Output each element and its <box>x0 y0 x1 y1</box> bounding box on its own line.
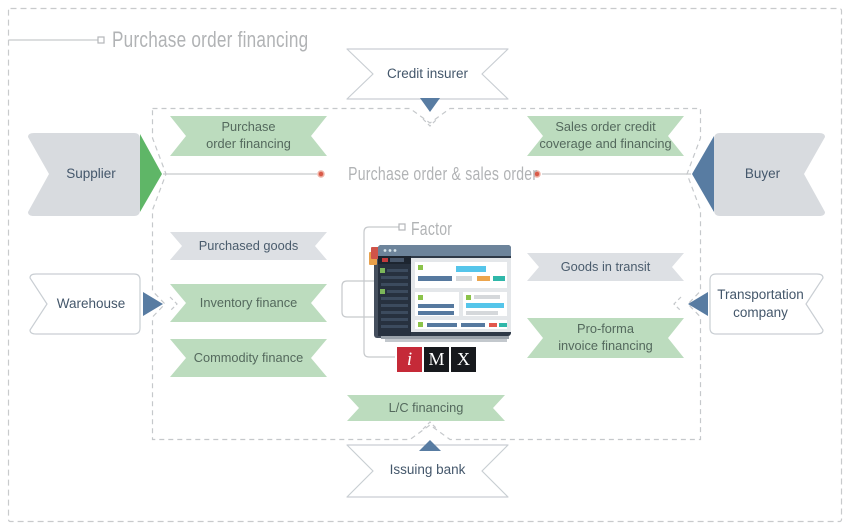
issuing-bank-banner: Issuing bank <box>347 443 508 497</box>
sidebar-gray-bar <box>390 258 404 262</box>
content-card-2 <box>415 292 459 316</box>
warehouse-shape <box>29 273 141 335</box>
sidebar-green-square <box>380 289 385 294</box>
supplier-label: Supplier <box>66 166 116 182</box>
titlebar-dot <box>393 249 397 252</box>
transportation-label-line2: company <box>733 305 788 320</box>
window-shadow-2 <box>385 339 507 342</box>
ribbon-line: Commodity finance <box>193 349 304 365</box>
warehouse-box: Warehouse <box>30 274 140 334</box>
ribbon-proforma-invoice: Pro-forma invoice financing <box>527 318 684 358</box>
chevron-left <box>169 296 178 312</box>
buyer-box: Buyer <box>714 133 825 216</box>
ribbon-purchased-goods: Purchased goods <box>170 232 327 260</box>
credit-insurer-arrow-down <box>420 98 440 112</box>
credit-insurer-banner: Credit insurer <box>347 47 508 101</box>
transportation-box: Transportation company <box>710 274 823 334</box>
window-bracket-line <box>341 280 378 318</box>
issuing-bank-shape <box>346 444 509 498</box>
buyer-label: Buyer <box>744 166 781 182</box>
sidebar-green-square <box>380 268 385 273</box>
ribbon-line: Sales order credit <box>555 119 656 135</box>
ribbon-line: coverage and financing <box>539 136 672 151</box>
content-card-1 <box>415 262 507 288</box>
window-tab-red <box>371 247 379 259</box>
ribbon-line: Purchased goods <box>198 237 299 253</box>
outer-dashed-border <box>7 7 843 523</box>
titlebar-dot <box>388 249 392 252</box>
chevron-bottom <box>422 421 438 430</box>
supplier-shape <box>28 133 140 216</box>
red-dot-right <box>533 170 541 178</box>
ribbon-line: Pro-forma <box>577 321 634 337</box>
warehouse-label: Warehouse <box>56 295 126 311</box>
ribbon-inventory-finance: Inventory finance <box>170 284 327 322</box>
factor-window-illustration <box>369 245 511 342</box>
supplier-arrow-right <box>140 134 162 212</box>
ribbon-sales-order-credit: Sales order credit coverage and financin… <box>527 116 684 156</box>
sidebar-red-square <box>382 258 388 262</box>
imx-logo-i: i <box>397 347 422 372</box>
transportation-shape <box>709 273 824 335</box>
content-card-4 <box>415 320 507 329</box>
issuing-bank-label: Issuing bank <box>389 461 466 477</box>
window-titlebar-fill <box>378 251 511 256</box>
page-title: Purchase order financing <box>112 27 309 52</box>
credit-insurer-shape <box>346 48 509 100</box>
red-dot-left <box>317 170 325 178</box>
buyer-shape <box>714 133 825 216</box>
ribbon-line: L/C financing <box>388 399 464 415</box>
center-flow-label: Purchase order & sales order <box>348 164 538 184</box>
ribbon-line: Goods in transit <box>560 258 651 274</box>
window-shadow-1 <box>381 336 509 339</box>
ribbon-line: order financing <box>206 136 291 151</box>
imx-logo-m: M <box>424 347 449 372</box>
credit-insurer-label: Credit insurer <box>386 65 469 81</box>
sidebar-stripes <box>381 269 408 328</box>
dashed-chevron-marks <box>169 118 682 430</box>
supplier-box: Supplier <box>28 133 140 216</box>
ribbon-line: Inventory finance <box>199 294 298 310</box>
inner-dashed-border <box>151 107 702 441</box>
connector-lines <box>9 39 691 358</box>
warehouse-arrow-right <box>143 292 163 316</box>
chevron-top <box>422 118 438 127</box>
factor-bullet-square <box>398 223 406 231</box>
ribbon-commodity-finance: Commodity finance <box>170 339 327 377</box>
ribbon-purchase-order-financing: Purchase order financing <box>170 116 327 156</box>
imx-logo-x: X <box>451 347 476 372</box>
ribbon-line: Purchase <box>221 119 276 135</box>
ribbon-goods-in-transit: Goods in transit <box>527 253 684 281</box>
ribbon-line: invoice financing <box>558 338 653 353</box>
ribbon-lc-financing: L/C financing <box>347 395 505 421</box>
chevron-right <box>673 296 682 312</box>
content-card-3 <box>463 292 507 316</box>
issuing-bank-arrow-up <box>419 440 441 451</box>
titlebar-dot <box>383 249 387 252</box>
buyer-arrow-left <box>692 136 714 212</box>
factor-label: Factor <box>411 219 453 239</box>
transportation-arrow-left <box>688 292 708 316</box>
title-bullet-square <box>97 36 105 44</box>
factor-connector-line <box>363 226 399 358</box>
transportation-label-line1: Transportation <box>717 286 804 302</box>
